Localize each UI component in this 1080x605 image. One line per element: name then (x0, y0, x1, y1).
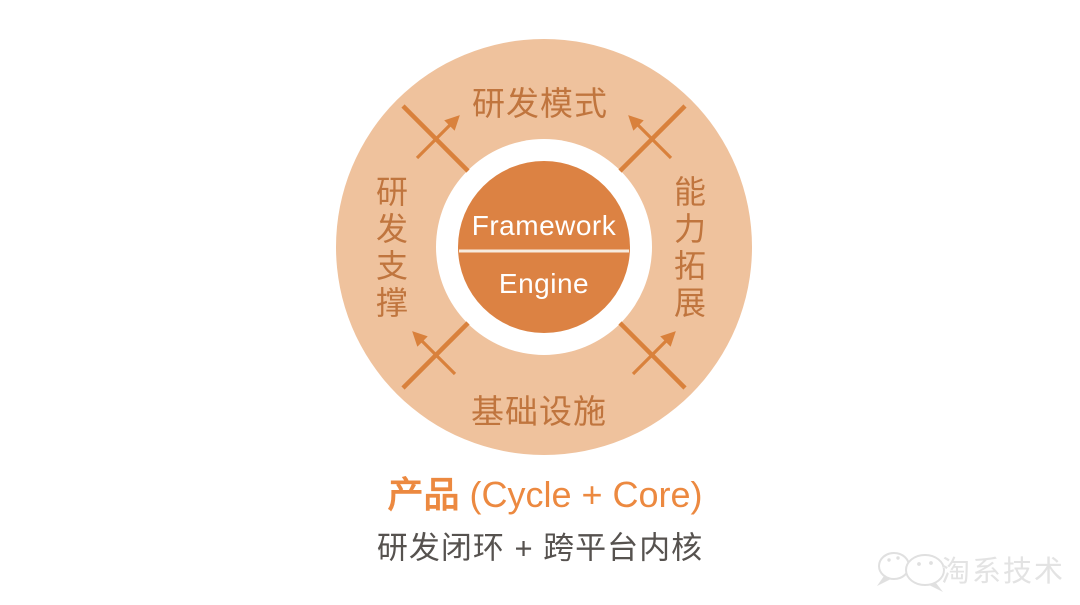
caption-title: 产品(Cycle + Core) (387, 466, 702, 518)
caption-title-zh: 产品 (387, 474, 460, 515)
watermark-label: 淘系技术 (940, 556, 1066, 588)
cycle-arrow-icon (631, 331, 676, 376)
ring-label-bottom: 基础设施 (471, 393, 607, 430)
core-label-framework: Framework (471, 210, 617, 241)
cycle-arrows (412, 115, 676, 376)
caption-title-en: (Cycle + Core) (469, 474, 703, 515)
cycle-arrow-icon (628, 115, 673, 160)
caption-subtitle: 研发闭环 + 跨平台内核 (376, 530, 704, 566)
ring-label-right: 能力拓展 (673, 174, 706, 321)
cycle-arrow-icon (412, 331, 457, 376)
core-circle (458, 161, 630, 333)
wechat-icon (877, 552, 945, 592)
cycle-arrow-icon (415, 115, 460, 160)
core-label-engine: Engine (498, 268, 590, 299)
ring-label-left: 研发支撑 (375, 174, 408, 321)
ring-label-top: 研发模式 (472, 85, 608, 122)
